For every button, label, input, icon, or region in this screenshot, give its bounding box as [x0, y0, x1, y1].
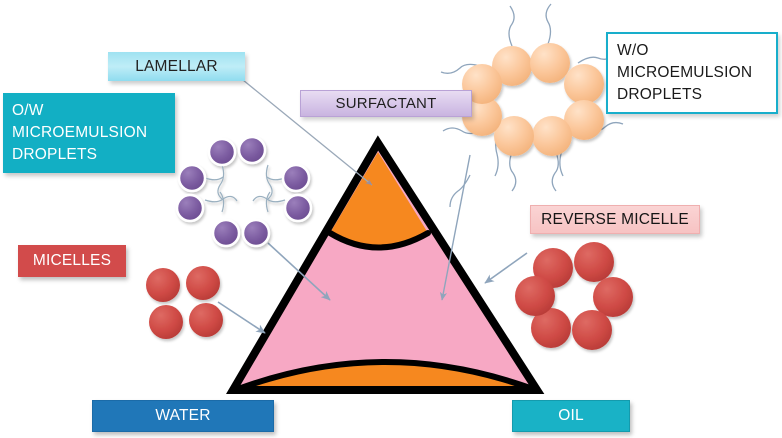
lamellar-sphere: [281, 163, 311, 193]
label-reverse-micelle: REVERSE MICELLE: [530, 205, 700, 234]
triangle-middle-region: [233, 143, 537, 390]
ternary-triangle: [226, 135, 545, 394]
lamellar-sphere: [283, 193, 313, 223]
triangle-outline: [226, 135, 545, 394]
connector-lines: [217, 79, 528, 334]
wo-droplet-sphere: [492, 46, 532, 86]
wo-droplet-sphere: [494, 116, 534, 156]
base-separator-curve: [238, 359, 533, 391]
arrow-micelles-to-triangle: [217, 301, 266, 334]
reverse-micelle-sphere: [572, 310, 612, 350]
wo-droplet-sphere: [530, 43, 570, 83]
lamellar-sphere: [237, 135, 267, 165]
label-surfactant: SURFACTANT: [300, 90, 472, 117]
reverse-micelle-sphere: [593, 277, 633, 317]
wo-droplet-sphere: [564, 64, 604, 104]
wo-droplet-sphere: [532, 116, 572, 156]
label-ow-microemulsion-droplets: O/W MICROEMULSION DROPLETS: [3, 93, 175, 173]
triangle-apex-region: [330, 152, 428, 247]
reverse-micelle-sphere: [531, 308, 571, 348]
label-oil: OIL: [512, 400, 630, 432]
wo-droplet-cluster: [383, 3, 624, 208]
micelle-sphere: [149, 305, 183, 339]
lamellar-sphere: [241, 218, 271, 248]
arrow-reverse-micelle-to-triangle: [484, 252, 528, 284]
lamellar-sphere: [207, 137, 237, 167]
wo-droplet-sphere: [462, 64, 502, 104]
arrow-wo-to-middle: [439, 154, 471, 301]
lamellar-cluster: [175, 135, 313, 248]
label-micelles: MICELLES: [18, 245, 126, 277]
label-wo-microemulsion-droplets: W/O MICROEMULSION DROPLETS: [606, 32, 778, 114]
micelle-cluster: [146, 266, 223, 339]
micelle-sphere: [146, 268, 180, 302]
lamellar-sphere: [177, 163, 207, 193]
connector-lamellar-to-apex: [242, 79, 373, 186]
apex-separator-curve: [327, 230, 431, 251]
label-water: WATER: [92, 400, 274, 432]
reverse-micelle-sphere: [574, 242, 614, 282]
micelle-sphere: [186, 266, 220, 300]
reverse-micelle-sphere: [515, 276, 555, 316]
label-lamellar: LAMELLAR: [108, 52, 245, 81]
wo-droplet-sphere: [462, 96, 502, 136]
reverse-micelle-cluster: [515, 242, 633, 350]
micelle-sphere: [189, 303, 223, 337]
arrow-lamellar-to-middle: [267, 242, 331, 301]
lamellar-sphere: [211, 218, 241, 248]
wo-droplet-sphere: [564, 100, 604, 140]
lamellar-sphere: [175, 193, 205, 223]
